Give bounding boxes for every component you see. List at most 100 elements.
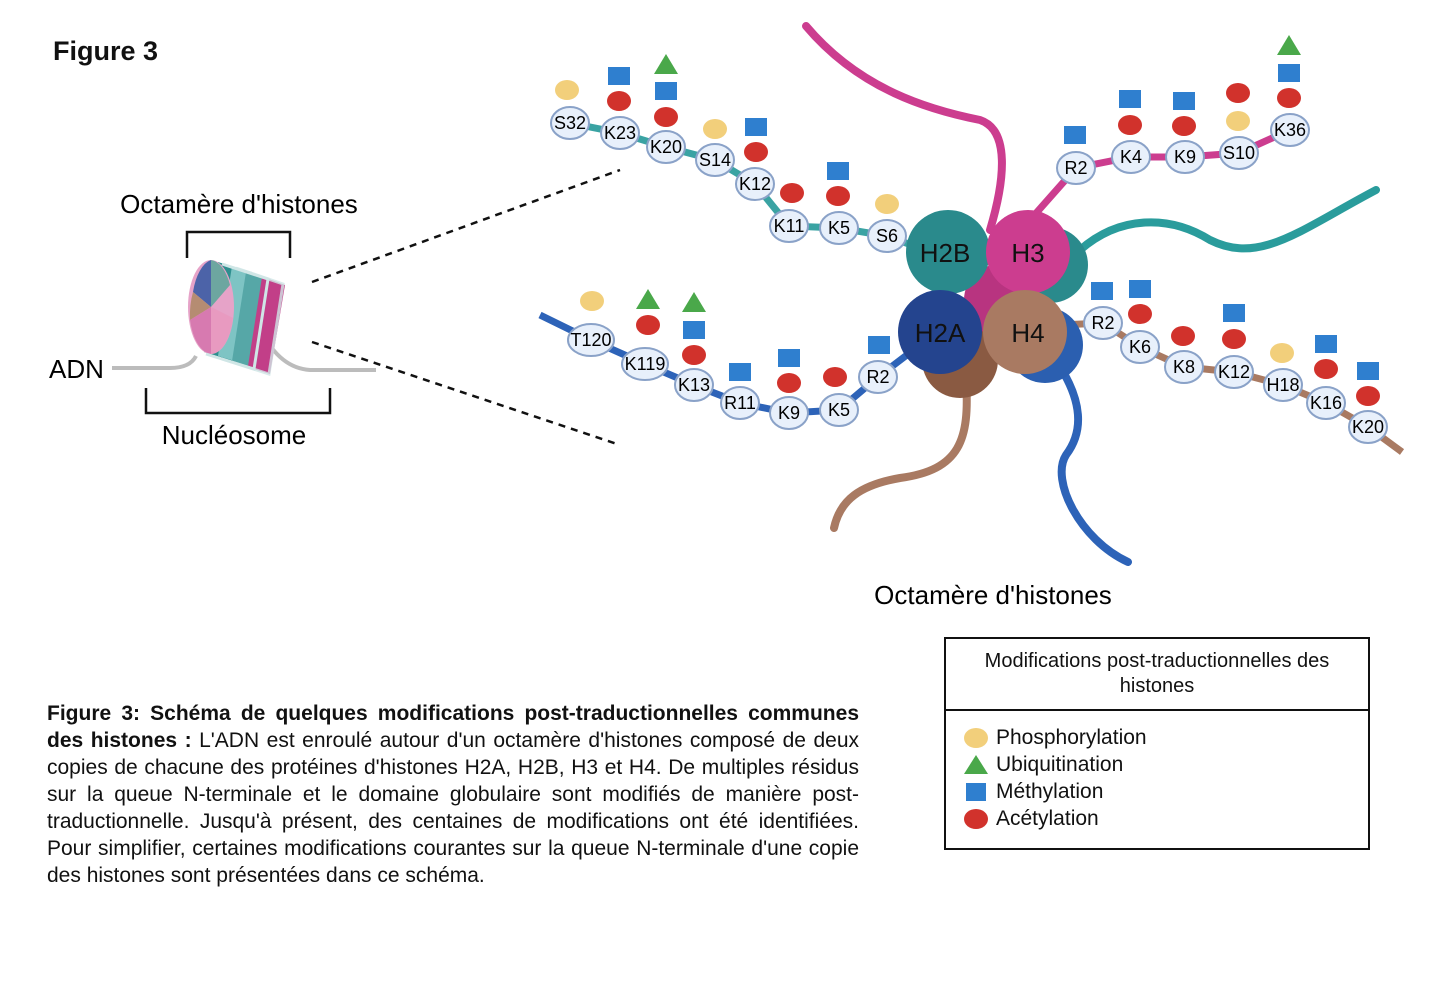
residue-h3-k9: K9: [1165, 140, 1205, 174]
acetylation-mark: [654, 107, 678, 127]
residue-label: K20: [1352, 417, 1384, 437]
octamer-bracket: [185, 230, 292, 258]
methylation-mark: [1064, 126, 1086, 144]
residue-label: K12: [739, 174, 771, 194]
residue-label: K5: [828, 218, 850, 238]
h2a-free-tail: [1057, 366, 1132, 566]
residue-label: K4: [1120, 147, 1142, 167]
ubiquitination-mark: [636, 289, 660, 309]
residue-label: S32: [554, 113, 586, 133]
residue-h2b-k5: K5: [819, 211, 859, 245]
residue-h2a-t120: T120: [567, 323, 615, 357]
residue-h2a-k5: K5: [819, 393, 859, 427]
h2a-sphere: [898, 290, 982, 374]
legend-label: Acétylation: [996, 806, 1099, 830]
acetylation-mark: [1314, 359, 1338, 379]
residue-h4-k16: K16: [1306, 386, 1346, 420]
acetylation-mark: [1226, 83, 1250, 103]
methylation-mark: [683, 321, 705, 339]
residue-h2a-k9: K9: [769, 396, 809, 430]
legend-item-methylation: Méthylation: [962, 778, 1368, 805]
methylation-mark: [1357, 362, 1379, 380]
residue-label: K16: [1310, 393, 1342, 413]
phosphorylation-circle-icon: [962, 724, 996, 751]
methylation-mark: [1091, 282, 1113, 300]
h3-sphere: [986, 210, 1070, 294]
residue-label: T120: [570, 330, 611, 350]
h4-label: H4: [1011, 318, 1044, 348]
residue-label: S6: [876, 226, 898, 246]
dna-strand-left: [112, 354, 198, 370]
residue-label: K8: [1173, 357, 1195, 377]
methylation-mark: [1119, 90, 1141, 108]
residue-h2b-s32: S32: [550, 106, 590, 140]
dna-strand-right: [260, 331, 376, 372]
residue-label: S10: [1223, 143, 1255, 163]
acetylation-mark: [826, 186, 850, 206]
residue-label: K119: [625, 354, 666, 374]
caption-text: L'ADN est enroulé autour d'un octamère d…: [47, 729, 859, 887]
residue-h2b-s6: S6: [867, 219, 907, 253]
methylation-mark: [1129, 280, 1151, 298]
h3-free-tail: [802, 22, 1006, 234]
methylation-mark: [1173, 92, 1195, 110]
residue-label: K9: [778, 403, 800, 423]
acetylation-mark: [1356, 386, 1380, 406]
dna-label: ADN: [49, 354, 104, 384]
residue-label: S14: [699, 150, 731, 170]
zoom-line-top: [311, 168, 621, 284]
nucleosome-bracket: [144, 388, 332, 415]
legend-label: Phosphorylation: [996, 725, 1147, 749]
residue-label: K36: [1274, 120, 1306, 140]
acetylation-mark: [1277, 88, 1301, 108]
residue-h3-s10: S10: [1219, 136, 1259, 170]
residue-label: K9: [1174, 147, 1196, 167]
methylation-mark: [745, 118, 767, 136]
h4-sphere: [983, 290, 1067, 374]
acetylation-mark: [1172, 116, 1196, 136]
residue-h4-r2: R2: [1083, 306, 1123, 340]
caption-bold: Figure 3: Schéma de quelques modificatio…: [47, 702, 859, 752]
legend-title: Modifications post-traductionnelles des …: [946, 639, 1368, 711]
acetylation-mark: [1128, 304, 1152, 324]
residue-h2b-k12: K12: [735, 167, 775, 201]
modification-marks: [555, 35, 1380, 406]
residue-h2b-s14: S14: [695, 143, 735, 177]
acetylation-mark: [780, 183, 804, 203]
legend-item-phosphorylation: Phosphorylation: [962, 724, 1368, 751]
legend-items: Phosphorylation Ubiquitination Méthylati…: [946, 711, 1368, 832]
residue-h4-h18: H18: [1263, 368, 1303, 402]
residue-h2b-k23: K23: [600, 116, 640, 150]
acetylation-circle-icon: [962, 805, 996, 832]
methylation-square-icon: [962, 778, 996, 805]
residue-label: K13: [678, 375, 710, 395]
h2b-sphere: [906, 210, 990, 294]
acetylation-mark: [682, 345, 706, 365]
residue-label: K20: [650, 137, 682, 157]
phosphorylation-mark: [703, 119, 727, 139]
legend-item-acetylation: Acétylation: [962, 805, 1368, 832]
h3-label: H3: [1011, 238, 1044, 268]
residue-label: R2: [866, 367, 889, 387]
nucleosome-label: Nucléosome: [162, 420, 307, 450]
h2b-free-tail: [1076, 186, 1380, 254]
ubiquitination-mark: [1277, 35, 1301, 55]
phosphorylation-mark: [1270, 343, 1294, 363]
acetylation-mark: [744, 142, 768, 162]
residue-label: K11: [774, 216, 805, 236]
residue-label: K12: [1218, 362, 1250, 382]
residue-h4-k20: K20: [1348, 410, 1388, 444]
h2a-label: H2A: [915, 318, 966, 348]
acetylation-mark: [1222, 329, 1246, 349]
methylation-mark: [1315, 335, 1337, 353]
methylation-mark: [778, 349, 800, 367]
residue-h2b-k20: K20: [646, 130, 686, 164]
acetylation-mark: [607, 91, 631, 111]
nucleosome-drum: [188, 260, 285, 376]
methylation-mark: [827, 162, 849, 180]
methylation-mark: [1278, 64, 1300, 82]
phosphorylation-mark: [580, 291, 604, 311]
